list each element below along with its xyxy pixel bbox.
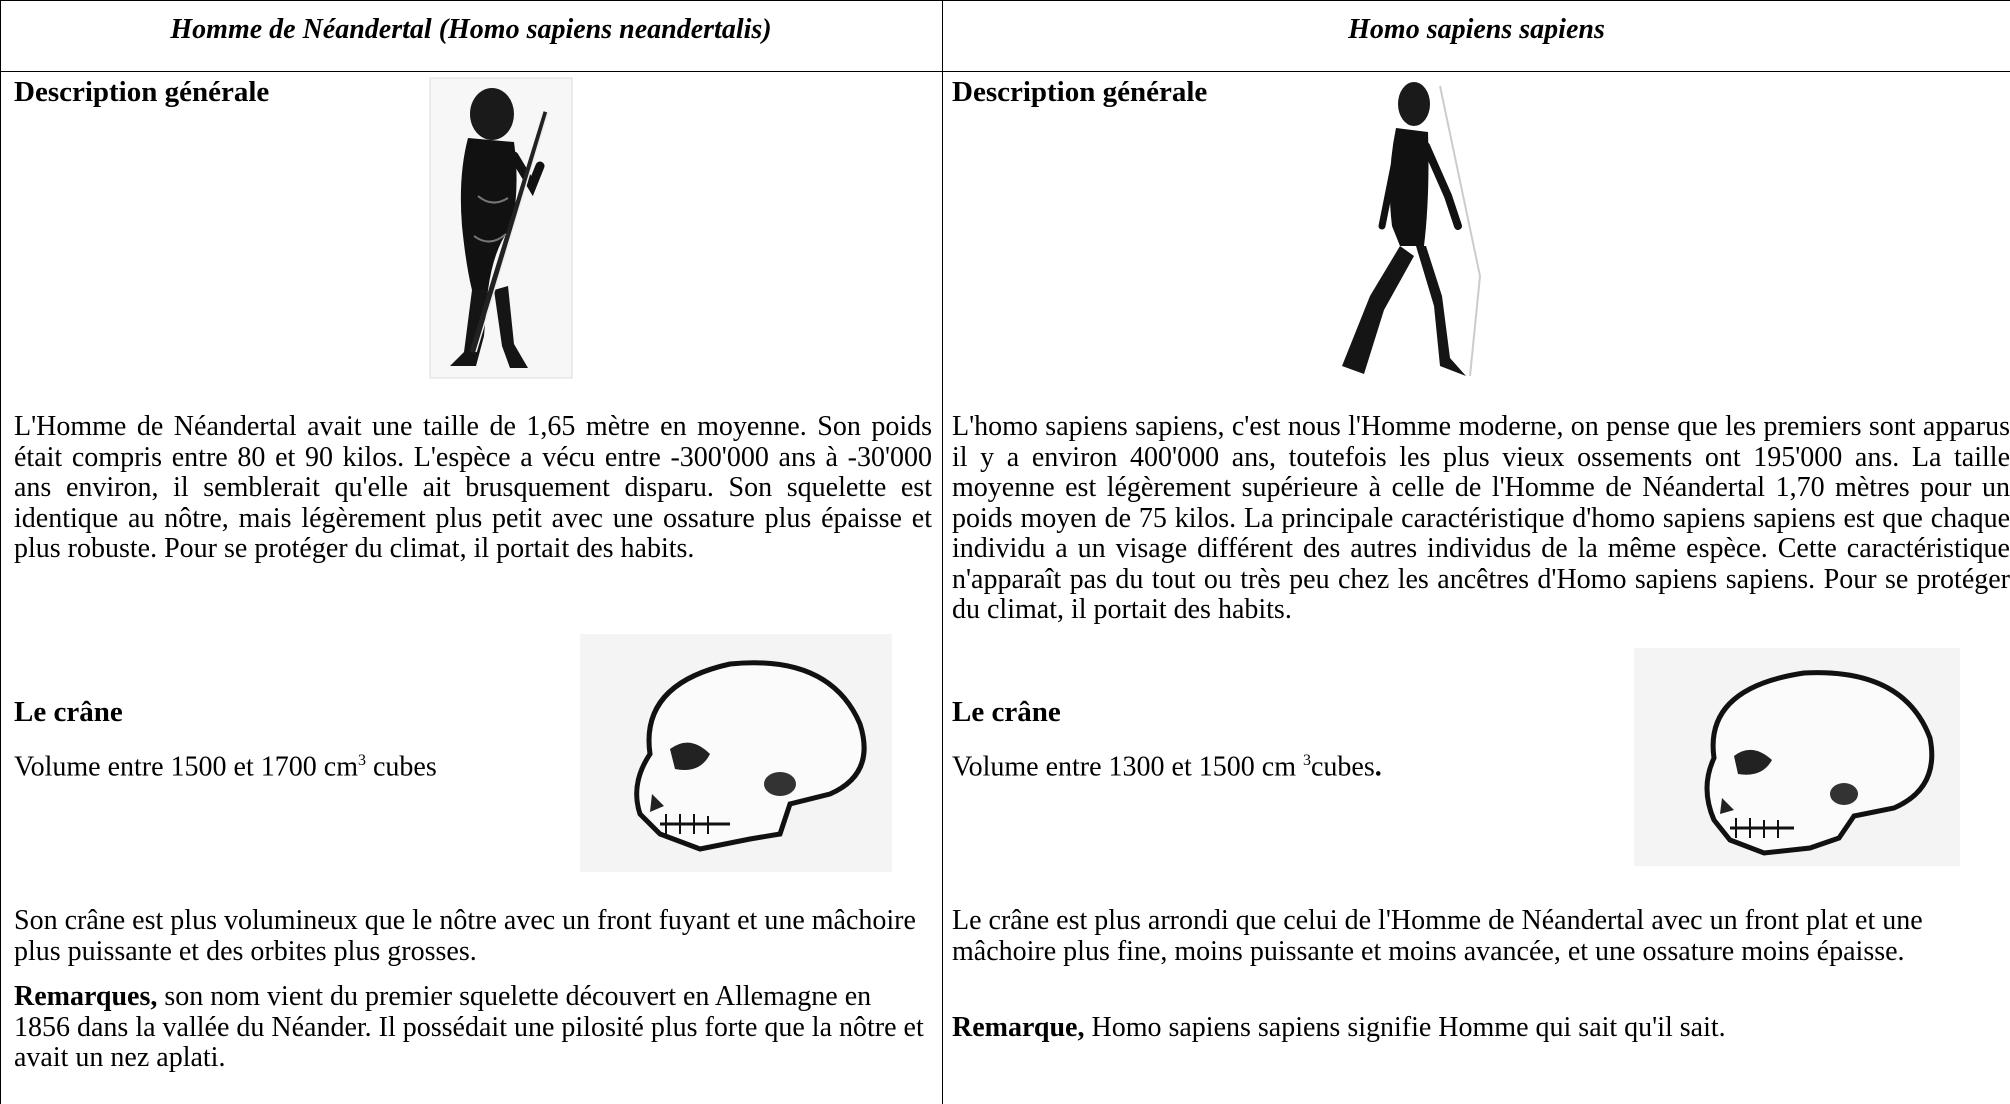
- volume-suffix: cubes: [365, 751, 437, 783]
- description-title-neanderthal: Description générale: [14, 76, 270, 108]
- skull-title-neanderthal: Le crâne: [14, 696, 123, 728]
- remark-neanderthal: Remarques, son nom vient du premier sque…: [14, 981, 932, 1074]
- remark-text: Homo sapiens sapiens signifie Homme qui …: [1084, 1012, 1726, 1043]
- skull-volume-neanderthal: Volume entre 1500 et 1700 cm3 cubes: [14, 745, 437, 783]
- volume-prefix: Volume entre 1300 et 1500 cm: [952, 751, 1303, 783]
- table-top-border: [0, 0, 2010, 1]
- remark-sapiens: Remarque, Homo sapiens sapiens signifie …: [952, 1012, 2000, 1044]
- header-divider: [0, 71, 2010, 72]
- description-text-neanderthal: L'Homme de Néandertal avait une taille d…: [14, 411, 932, 564]
- volume-superscript: 3: [357, 752, 366, 769]
- neanderthal-figure-icon: [429, 77, 573, 379]
- description-title-sapiens: Description générale: [952, 76, 1208, 108]
- skull-volume-sapiens: Volume entre 1300 et 1500 cm 3cubes.: [952, 745, 1382, 783]
- volume-superscript: 3: [1302, 752, 1311, 769]
- neanderthal-skull-icon: [580, 634, 892, 872]
- remark-label: Remarques,: [14, 981, 158, 1012]
- column-header-sapiens: Homo sapiens sapiens: [1348, 14, 1605, 45]
- volume-suffix: cubes: [1310, 751, 1375, 783]
- column-header-neanderthal: Homme de Néandertal (Homo sapiens neande…: [170, 14, 772, 45]
- table-left-border: [0, 0, 1, 1104]
- remark-text: son nom vient du premier squelette décou…: [14, 981, 924, 1073]
- skull-text-neanderthal: Son crâne est plus volumineux que le nôt…: [14, 905, 916, 967]
- volume-period: .: [1374, 751, 1382, 783]
- column-divider: [942, 0, 943, 1104]
- volume-prefix: Volume entre 1500 et 1700 cm: [14, 751, 358, 783]
- skull-text-sapiens: Le crâne est plus arrondi que celui de l…: [952, 905, 1923, 967]
- skull-title-sapiens: Le crâne: [952, 696, 1061, 728]
- sapiens-figure-icon: [1342, 82, 1482, 377]
- remark-label: Remarque,: [952, 1012, 1085, 1043]
- sapiens-skull-icon: [1634, 648, 1960, 866]
- description-text-sapiens: L'homo sapiens sapiens, c'est nous l'Hom…: [952, 411, 2010, 625]
